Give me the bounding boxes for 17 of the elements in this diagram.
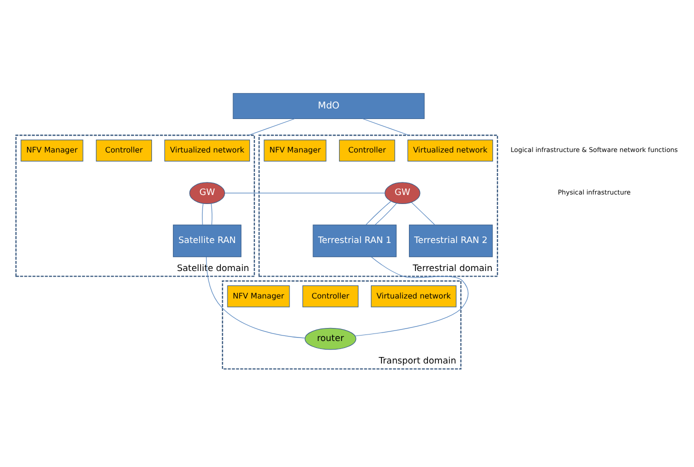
node-box: Satellite RAN bbox=[172, 224, 242, 258]
connector bbox=[202, 203, 204, 226]
connector bbox=[206, 256, 306, 338]
connector bbox=[210, 203, 212, 226]
connector bbox=[362, 118, 410, 136]
connector bbox=[224, 192, 386, 194]
node-box: Terrestrial RAN 1 bbox=[312, 224, 397, 258]
connector bbox=[366, 201, 392, 226]
node-box: MdO bbox=[232, 93, 425, 120]
node-box: Terrestrial RAN 2 bbox=[408, 224, 493, 258]
connector bbox=[248, 118, 295, 136]
node-ellipse: GW bbox=[189, 182, 225, 204]
connector bbox=[354, 256, 469, 336]
node-ellipse: GW bbox=[384, 182, 420, 204]
connector bbox=[411, 202, 436, 226]
connector bbox=[374, 203, 397, 226]
node-ellipse: router bbox=[304, 328, 356, 350]
